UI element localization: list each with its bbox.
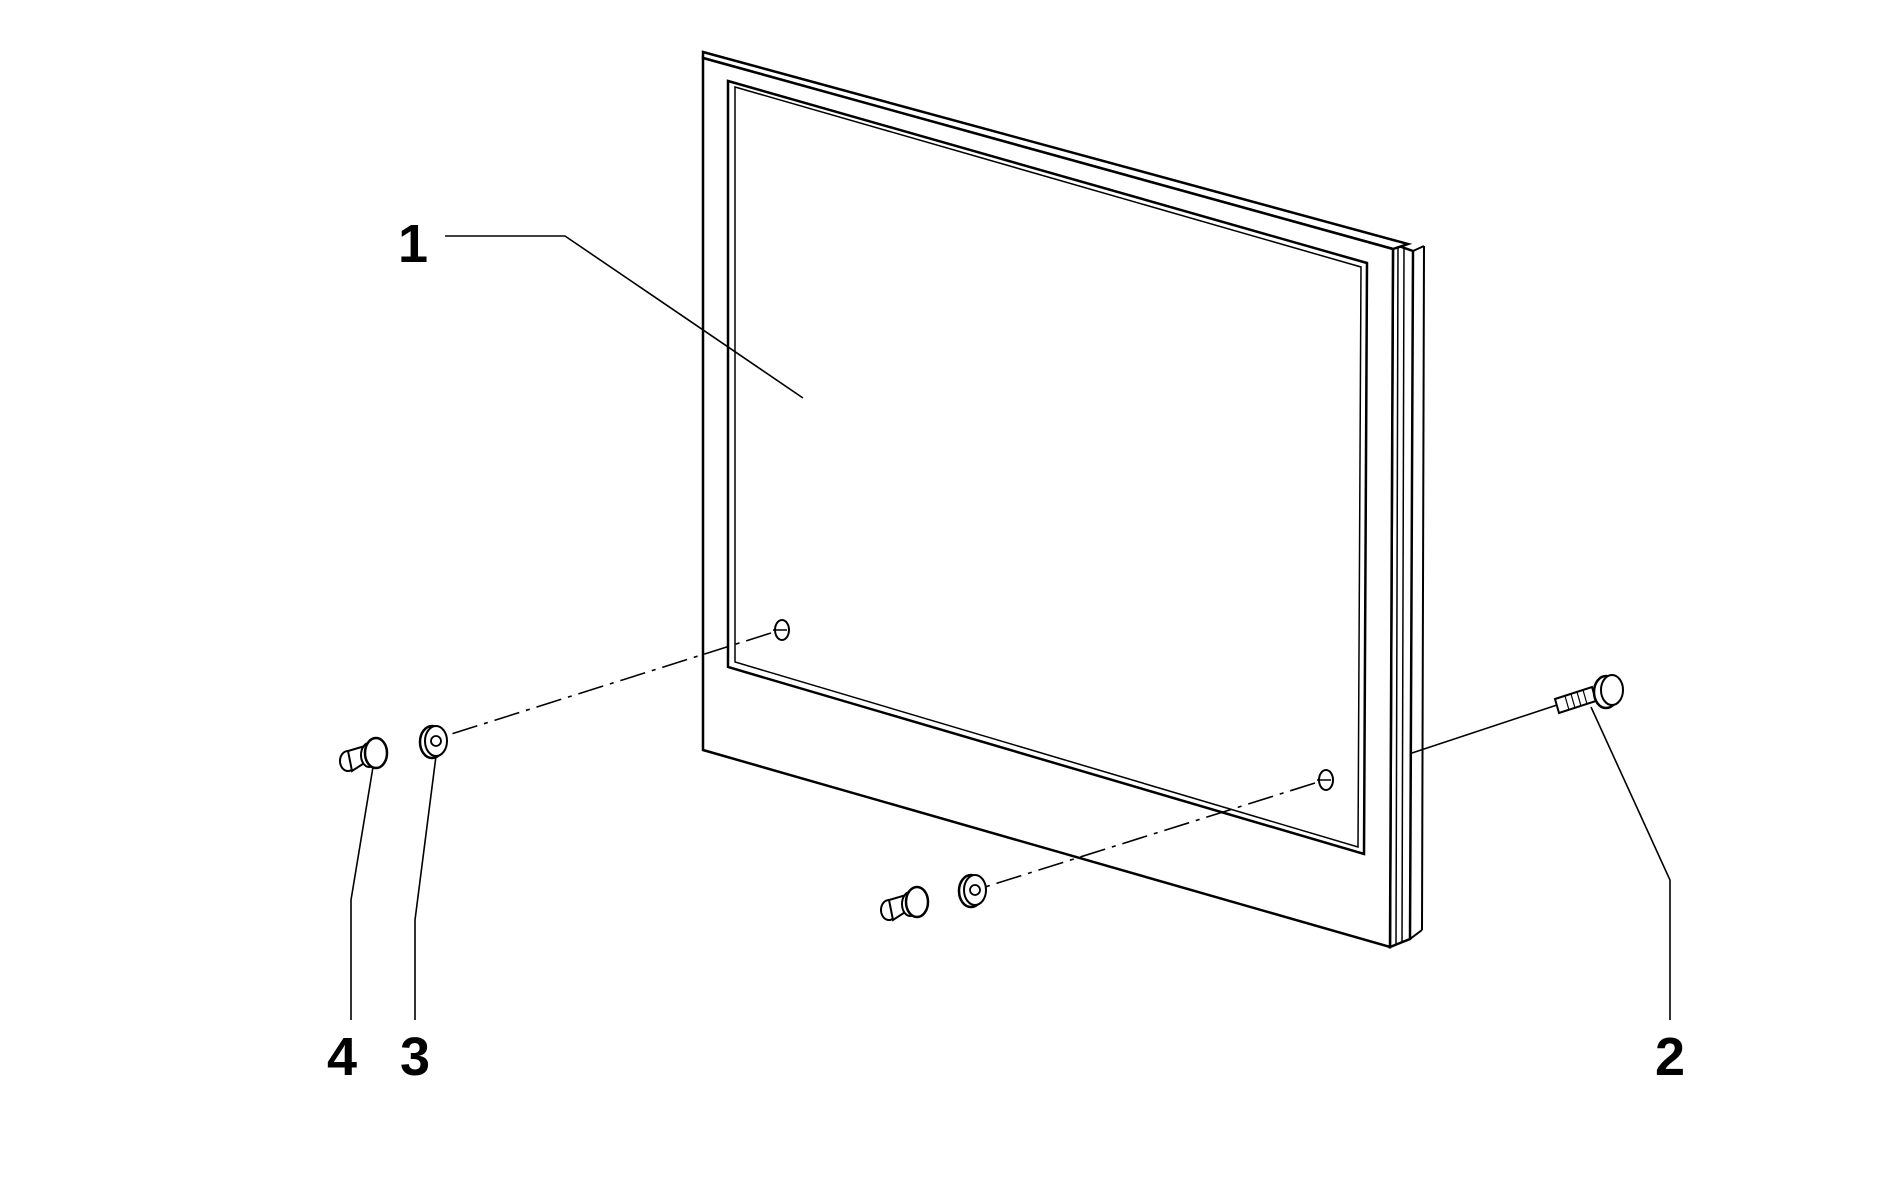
glass-panel-part (701, 50, 1425, 949)
short-screw-part (339, 736, 389, 773)
short-screw-part-second (880, 885, 930, 922)
assembly-axis-lines (444, 632, 1561, 888)
callout-2: 2 (1655, 1027, 1685, 1087)
callout-3: 3 (400, 1027, 430, 1087)
callout-1: 1 (398, 214, 428, 274)
leader-lines (350, 235, 1671, 1020)
washer-part-second (957, 873, 987, 909)
callout-4: 4 (327, 1027, 357, 1087)
washer-part (418, 724, 448, 760)
long-screw-part (1553, 674, 1624, 715)
